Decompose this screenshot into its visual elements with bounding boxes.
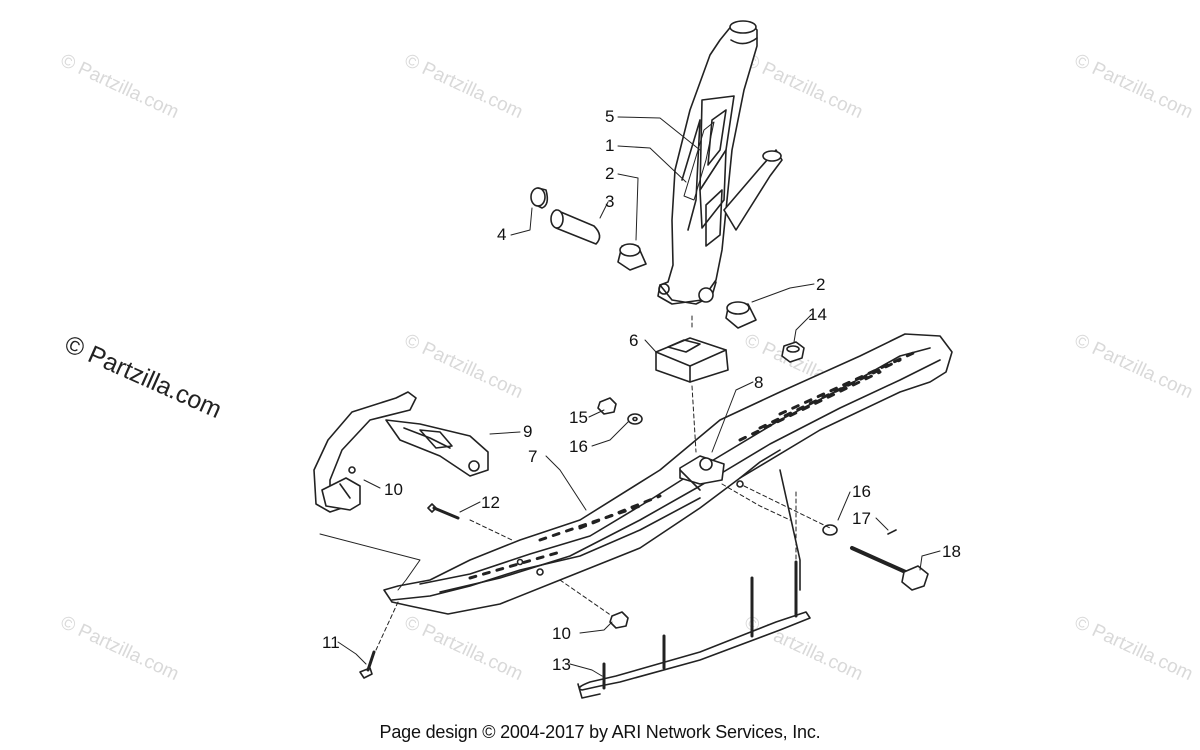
pad-part-10 <box>321 466 361 511</box>
leader-lines <box>319 116 941 677</box>
saddle-block-part <box>655 337 729 383</box>
nut-part-10-lower <box>609 611 629 629</box>
callout-16: 16 <box>569 437 588 456</box>
nut-part-14 <box>781 341 805 363</box>
bolt-part-11 <box>359 650 376 679</box>
callout-16b: 16 <box>852 482 871 501</box>
callout-7: 7 <box>528 447 537 466</box>
callout-12: 12 <box>481 493 500 512</box>
bolt-part-12 <box>427 503 460 520</box>
callout-5: 5 <box>605 107 614 126</box>
callout-10b: 10 <box>552 624 571 643</box>
callout-18: 18 <box>942 542 961 561</box>
bolt-part-18 <box>822 524 929 591</box>
callout-2: 2 <box>605 164 614 183</box>
bushing-parts <box>530 187 757 329</box>
ski-part <box>383 333 953 615</box>
callout-3: 3 <box>605 192 614 211</box>
callout-labels: 5 1 2 3 4 2 14 6 8 15 16 9 7 10 12 16 17… <box>322 107 961 674</box>
callout-11: 11 <box>322 633 340 652</box>
callout-4: 4 <box>497 225 506 244</box>
callout-14: 14 <box>808 305 827 324</box>
spindle-part <box>657 20 783 305</box>
page-footer-copyright: Page design © 2004-2017 by ARI Network S… <box>379 722 821 742</box>
callout-13: 13 <box>552 655 571 674</box>
callout-10: 10 <box>384 480 403 499</box>
callout-9: 9 <box>523 422 532 441</box>
callout-17: 17 <box>852 509 871 528</box>
callout-6: 6 <box>629 331 638 350</box>
callout-15: 15 <box>569 408 588 427</box>
nut-washer-parts <box>597 397 643 425</box>
wear-bar-part <box>577 560 811 699</box>
callout-8: 8 <box>754 373 763 392</box>
callout-1: 1 <box>605 136 614 155</box>
callout-2b: 2 <box>816 275 825 294</box>
